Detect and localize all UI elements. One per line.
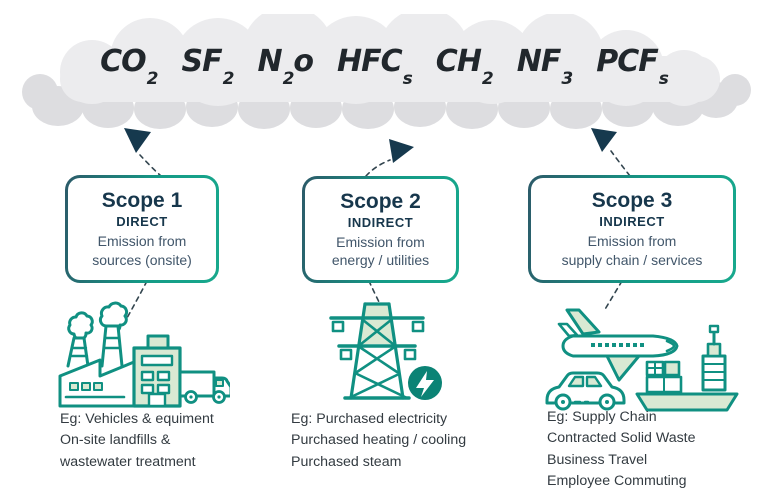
- scope1-box: Scope 1 DIRECT Emission from sources (on…: [65, 175, 219, 283]
- ship-mast-top: [708, 324, 720, 334]
- arrow-icon-scope3: [591, 128, 617, 152]
- example-line: Business Travel: [547, 451, 648, 468]
- chimney-icon: [100, 324, 124, 368]
- airplane-tail: [557, 322, 579, 338]
- example-line: Purchased steam: [291, 453, 402, 470]
- example-line: Purchased heating / cooling: [291, 432, 467, 449]
- arrow-icon-scope2: [389, 139, 414, 163]
- example-line: Contracted Solid Waste: [547, 430, 696, 447]
- insulator: [411, 320, 425, 333]
- ship-mast-cap: [706, 342, 722, 358]
- truck-wheel-hub: [217, 395, 221, 399]
- factory-window: [81, 382, 91, 391]
- car-wheel-hub: [561, 400, 565, 404]
- scope1-title: Scope 1: [101, 189, 183, 213]
- scope2-title: Scope 2: [340, 189, 421, 213]
- factory-truck-icon: [58, 301, 230, 408]
- cargo-container-cross: [646, 361, 664, 376]
- insulator: [403, 348, 417, 361]
- airplane-wing: [605, 354, 641, 382]
- dashed-line-scope1-icon: [126, 280, 148, 319]
- scope2-box-inner: Scope 2 INDIRECT Emission from energy / …: [305, 179, 456, 280]
- car-window: [567, 375, 585, 388]
- scope3-description: Emission from supply chain / services: [561, 233, 703, 268]
- scope2-box: Scope 2 INDIRECT Emission from energy / …: [302, 176, 459, 283]
- building-window: [156, 383, 171, 395]
- cargo-container: [663, 360, 681, 377]
- smoke-puff-icon: [67, 311, 94, 341]
- example-line: Eg: Vehicles & equiment: [60, 411, 214, 427]
- tower-brace: [359, 318, 395, 346]
- ship-superstructure-lines: [702, 363, 726, 381]
- factory-window: [69, 382, 79, 391]
- example-line: Employee Commuting: [547, 472, 687, 489]
- tower-brace: [355, 346, 399, 374]
- scope1-box-inner: Scope 1 DIRECT Emission from sources (on…: [68, 178, 216, 280]
- dashed-line-scope3-icon: [603, 280, 623, 312]
- gas-ch2: CH2: [435, 44, 494, 89]
- scope1-examples: Eg: Vehicles & equiment On-site landfill…: [60, 409, 275, 473]
- example-line: wastewater treatment: [60, 453, 196, 470]
- gas-pcfs: PCFs: [596, 44, 669, 89]
- gas-formula-row: CO2 SF2 N2o HFCs CH2 NF3 PCFs: [0, 44, 768, 89]
- scope1-type: DIRECT: [116, 214, 168, 230]
- insulator: [339, 348, 353, 361]
- truck-window: [215, 379, 224, 387]
- building-window: [156, 370, 171, 382]
- building-window: [140, 370, 155, 382]
- scope1-description: Emission from sources (onsite): [92, 233, 192, 268]
- insulator: [331, 320, 345, 333]
- lightning-bolt-icon: [416, 371, 434, 397]
- airplane-nose-accent: [665, 339, 676, 353]
- airplane-windows: [591, 343, 644, 347]
- building-window-wide: [140, 354, 174, 367]
- ship-hull: [635, 392, 739, 412]
- building-door: [147, 392, 167, 408]
- transport-icon: [545, 308, 739, 412]
- example-line: Eg: Purchased electricity: [291, 411, 448, 427]
- dashed-line-cloud-scope1: [139, 154, 163, 178]
- ghg-cloud: [22, 14, 751, 129]
- airplane-tail: [565, 308, 601, 336]
- dashed-line-cloud-scope2: [365, 159, 391, 177]
- tower-panel: [363, 304, 391, 318]
- gas-co2: CO2: [100, 44, 158, 89]
- example-line: On-site landfills &: [60, 432, 171, 449]
- car-wheel-hub: [605, 400, 609, 404]
- arrow-icon-scope1: [124, 128, 151, 153]
- cloud-light-puffs: [60, 14, 720, 106]
- roof-structure: [146, 334, 170, 350]
- building-window: [140, 383, 155, 395]
- gas-hfcs: HFCs: [337, 44, 413, 89]
- power-tower-icon: [329, 302, 442, 400]
- example-line: Eg: Supply Chain: [547, 409, 657, 425]
- scope3-type: INDIRECT: [599, 214, 665, 230]
- scope2-description: Emission from energy / utilities: [331, 233, 430, 269]
- chimney-icon: [66, 336, 90, 368]
- scope3-examples: Eg: Supply Chain Contracted Solid Waste …: [547, 407, 762, 491]
- scope3-box: Scope 3 INDIRECT Emission from supply ch…: [528, 175, 736, 283]
- scope3-box-inner: Scope 3 INDIRECT Emission from supply ch…: [531, 178, 733, 280]
- truck-wheel-hub: [189, 395, 193, 399]
- scope2-type: INDIRECT: [347, 214, 414, 230]
- gas-nf3: NF3: [516, 44, 573, 89]
- truck-trailer: [178, 370, 216, 398]
- car-window: [585, 375, 603, 388]
- scope3-title: Scope 3: [591, 189, 673, 213]
- gas-sf2: SF2: [181, 44, 235, 89]
- factory-window: [93, 382, 103, 391]
- tower-brace: [347, 372, 409, 400]
- dashed-line-cloud-scope3: [610, 150, 631, 177]
- gas-n2o: N2o: [257, 44, 314, 89]
- scope2-examples: Eg: Purchased electricity Purchased heat…: [291, 409, 516, 473]
